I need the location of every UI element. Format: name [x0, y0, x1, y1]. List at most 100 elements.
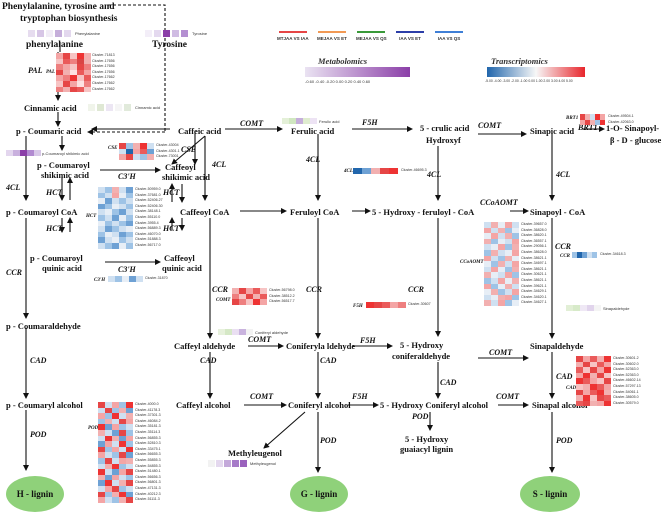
cluster-id: Cluster-34618.3 [600, 252, 626, 256]
enzyme-brt1: BRT1 [578, 123, 598, 132]
cluster-id: Cluster-41178.3 [135, 407, 161, 412]
cluster-id: Cluster-56717.0 [135, 242, 161, 247]
metabolite-feruloyl-coa: Feruloyl CoA [290, 207, 340, 217]
cluster-id: Cluster-30579.0 [613, 400, 639, 405]
enzyme-cad-1: CAD [30, 356, 47, 365]
heatmap-label-pod: POD [88, 426, 99, 431]
enzyme-4cl-1: 4CL [6, 183, 21, 192]
heatmap-label-cad: CAD [566, 386, 577, 391]
gene-heatmap-pod [98, 402, 133, 503]
enzyme-cad-2: CAD [200, 356, 217, 365]
metabolite-heatmap-ferulic [282, 118, 317, 124]
cluster-id: Cluster-40212.3 [135, 491, 161, 496]
metabolite-sinapaldehyde: Sinapaldehyde [530, 341, 584, 351]
gene-heatmap-4cl [353, 168, 398, 174]
metabolite-caffeyl-alcohol: Caffeyl alcohol [176, 400, 231, 410]
cluster-id: Cluster-57297.13 [613, 383, 641, 388]
gene-cluster-list-hct: Cluster-50959.0 Cluster-37681.0 Cluster-… [135, 187, 163, 249]
enzyme-4cl-5: 4CL [556, 170, 571, 179]
enzyme-pod-2: POD [320, 436, 337, 445]
legend-label: MEJAA VS QS [356, 36, 387, 41]
cluster-id: Cluster-38512.2 [269, 293, 295, 298]
cluster-id: Cluster-50959.0 [135, 187, 161, 191]
metabolite-coniferaldehyde: Coniferyla ldehyde [286, 341, 356, 351]
cluster-id: Cluster-71813 [92, 53, 115, 57]
gene-cluster-list-f5h: Cluster-30607 [408, 302, 431, 308]
transcriptomics-ticks: -5.00 -4.00 -3.00 -2.00 -1.00 0.00 1.00 … [485, 79, 573, 83]
cluster-id: Cluster-35114.3 [135, 429, 161, 434]
metabolite-tyrosine: Tyrosine [152, 40, 188, 50]
cluster-id: Cluster-73001 [156, 154, 179, 159]
metabolite-sinapoyl-coa: Sinapoyl - CoA [530, 207, 586, 217]
gene-heatmap-hct [98, 187, 133, 249]
enzyme-ccr-5: CCR [555, 242, 572, 251]
cluster-id: Cluster-46070.0 [135, 231, 161, 236]
cluster-id: Cluster-4000.0 [135, 402, 159, 406]
metabolite-label-methyleugenol: Methyleugenol [250, 461, 277, 466]
cluster-id: Cluster-56798.0 [269, 288, 295, 292]
enzyme-comt-3: COMT [248, 335, 272, 344]
cluster-id: Cluster-56801.3 [135, 480, 161, 485]
cluster-id: Cluster-34629.1 [521, 289, 547, 294]
metabolite-caffeoyl-coa: Caffeoyl CoA [180, 207, 230, 217]
transcriptomics-gradient [487, 67, 585, 77]
enzyme-hct-2: HCT [163, 188, 180, 197]
cluster-id: Cluster-52406.30 [135, 203, 163, 208]
gene-heatmap-c3h [108, 276, 143, 282]
metabolite-5-hydroxyferulic-acid-line2: Hydroxyf [426, 135, 461, 145]
cluster-id: Cluster-17662 [92, 75, 115, 80]
heatmap-label-comt: COMT [216, 298, 231, 303]
metabolite-p-coumaroyl-quinic-line1: p - Coumaroyl [30, 253, 83, 263]
enzyme-ccr-3: CCR [306, 285, 323, 294]
metabolite-label-ferulic: Ferulic acid [319, 119, 340, 124]
cluster-id: Cluster-30607 [408, 302, 431, 306]
pathway-title-line1: Phenylalanine, tyrosine and [2, 2, 115, 12]
gene-heatmap-cse [119, 143, 154, 160]
enzyme-pod-4: POD [556, 436, 573, 445]
cluster-id: Cluster-46695.3 [401, 168, 427, 172]
metabolite-p-coumaroyl-shikimic-line2: shikimic acid [41, 170, 89, 180]
metabolite-5-hydroxy-coniferyl-alcohol: 5 - Hydroxy Coniferyl alcohol [380, 400, 488, 410]
cluster-id: Cluster-38620.1 [521, 233, 547, 238]
enzyme-pod-1: POD [30, 430, 47, 439]
enzyme-cse: CSE [181, 145, 197, 154]
lignin-g: G - lignin [290, 476, 348, 512]
gene-cluster-list-brt1: Cluster-49504.1 Cluster-42063.0 [608, 114, 634, 125]
heatmap-label-c3h: C3'H [94, 278, 106, 283]
gene-cluster-list-comt: Cluster-56798.0 Cluster-38512.2 Cluster-… [269, 288, 295, 305]
cluster-id: Cluster-30601.2 [613, 356, 639, 360]
enzyme-ccr-2: CCR [212, 285, 229, 294]
cluster-id: Cluster-34627.1 [521, 300, 547, 305]
legend-item-1: MTJAA VS IAA [277, 31, 309, 41]
gene-cluster-list-cse: Cluster-43004 Cluster-4301.1 Cluster-730… [156, 143, 180, 160]
gene-heatmap-brt1 [580, 114, 605, 126]
enzyme-cad-4: CAD [440, 378, 457, 387]
metabolite-5-hydroxy-coniferaldehyde-line2: coniferaldehyde [392, 351, 451, 361]
cluster-id: Cluster-17662 [92, 86, 115, 91]
legend-swatch [357, 31, 386, 33]
metabolite-p-coumaroyl-coa: p - Coumaroyl CoA [6, 207, 78, 217]
enzyme-c3h-2: C3'H [118, 265, 136, 274]
metabolite-sinapoyl-glucose-line1: 1-O- Sinapoyl- [606, 123, 660, 133]
metabolomics-title: Metabolomics [318, 56, 368, 66]
metabolite-caffeoyl-quinic-line2: quinic acid [162, 263, 202, 273]
legend-label: MTJAA VS IAA [277, 36, 309, 41]
legend-item-5: IAA VS QS [435, 31, 463, 41]
gene-cluster-list-ccr: Cluster-34618.3 [600, 252, 626, 258]
heatmap-label-brt1: BRT1 [566, 116, 579, 121]
enzyme-hct-3: HCT [46, 224, 63, 233]
metabolite-p-coumaric-acid: p - Coumaric acid [16, 126, 82, 136]
gene-heatmap-pal [56, 53, 91, 93]
enzyme-pal: PAL [28, 66, 43, 75]
legend-item-3: MEJAA VS QS [356, 31, 387, 41]
heatmap-label-ccr: CCR [560, 254, 571, 259]
enzyme-comt-4: COMT [489, 348, 513, 357]
enzyme-comt-6: COMT [496, 392, 520, 401]
metabolite-heatmap-coniferyl-aldehyde [218, 329, 253, 335]
enzyme-ccoaomt: CCoAOMT [480, 198, 518, 207]
cluster-id: Cluster-42063.0 [608, 119, 634, 124]
cluster-id: Cluster-51111.3 [135, 497, 160, 502]
cluster-id: Cluster-34697.1 [521, 261, 547, 266]
